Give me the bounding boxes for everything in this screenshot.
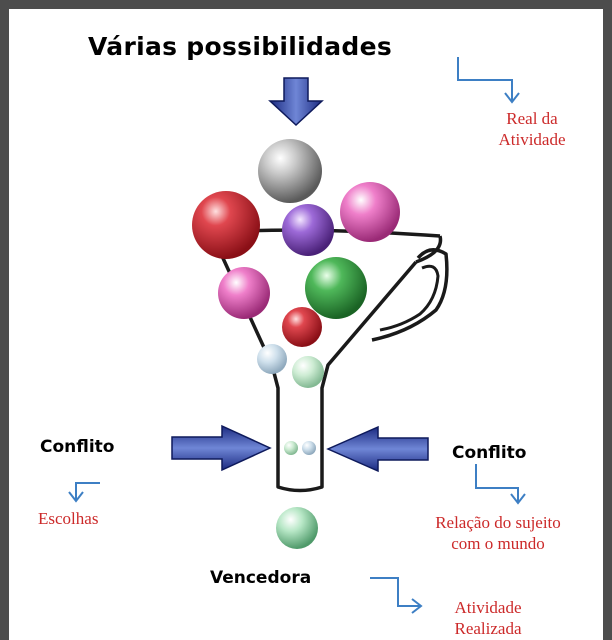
tiny-blue-sphere: [302, 441, 316, 455]
vencedora-label: Vencedora: [210, 568, 312, 588]
right-arrow-icon: [171, 424, 272, 472]
pink-small-sphere: [218, 267, 270, 319]
gray-sphere: [258, 139, 322, 203]
possibility-spheres: [192, 139, 400, 549]
pink-sphere: [340, 182, 400, 242]
connector-arrow-real: [457, 57, 520, 104]
real-atividade-label: Real da Atividade: [472, 108, 592, 150]
relacao-line-1: Relação do sujeito: [435, 513, 561, 532]
light-green-sphere: [292, 356, 324, 388]
relacao-label: Relação do sujeito com o mundo: [400, 512, 596, 554]
conflito-right-label: Conflito: [452, 443, 527, 463]
left-arrow-icon: [326, 425, 429, 473]
connector-arrow-relacao: [475, 464, 526, 505]
down-arrow-icon: [268, 77, 324, 127]
connector-arrow-escolhas: [68, 482, 100, 503]
real-line-1: Real da: [506, 109, 558, 128]
green-sphere: [305, 257, 367, 319]
tiny-green-sphere: [284, 441, 298, 455]
atividade-realizada-label: Atividade Realizada: [428, 597, 548, 639]
real-line-2: Atividade: [498, 130, 566, 149]
red-sphere: [192, 191, 260, 259]
relacao-line-2: com o mundo: [451, 534, 545, 553]
realizada-line-2: Realizada: [454, 619, 522, 638]
realizada-line-1: Atividade: [454, 598, 522, 617]
winner-sphere: [276, 507, 318, 549]
connector-arrow-realizada: [370, 577, 423, 614]
red-small-sphere: [282, 307, 322, 347]
light-blue-sphere: [257, 344, 287, 374]
purple-sphere: [282, 204, 334, 256]
escolhas-label: Escolhas: [38, 509, 99, 528]
diagram-title: Várias possibilidades: [88, 32, 393, 61]
conflito-left-label: Conflito: [40, 437, 115, 457]
